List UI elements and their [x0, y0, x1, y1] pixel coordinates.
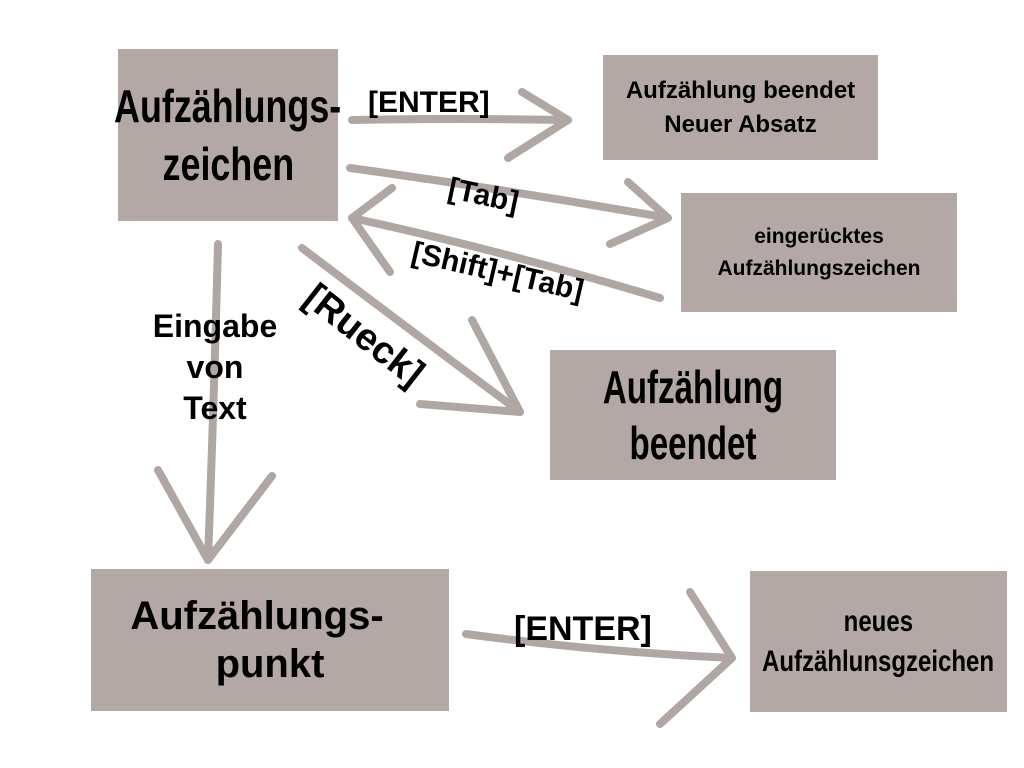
node-end-new-paragraph-line1: Aufzählung beendet [625, 76, 856, 104]
node-new-bullet-line2: Aufzählunsgzeichen [762, 644, 995, 678]
arrow-enter-bottom [462, 630, 736, 662]
arrow-enter-bottom-head [656, 588, 736, 728]
arrow-tab-head [606, 178, 672, 248]
edge-label-enter-bottom: [ENTER] [514, 610, 652, 648]
node-indented-bullet-line2: Aufzählungszeichen [717, 256, 921, 280]
edge-label-eingabe-line1: Eingabe [152, 308, 278, 344]
node-bullet-point-line2: punkt [215, 642, 325, 686]
edge-label-eingabe-line3: Text [183, 390, 247, 426]
edge-label-eingabe: Eingabe von Text [140, 306, 290, 429]
node-indented-bullet: eingerücktes Aufzählungszeichen [681, 193, 957, 312]
node-end-new-paragraph-line2: Neuer Absatz [664, 110, 817, 138]
arrow-shift-tab-head [348, 184, 396, 276]
node-new-bullet: neues Aufzählunsgzeichen [750, 571, 1007, 712]
arrow-rueck [298, 244, 524, 416]
arrow-tab [346, 164, 672, 222]
arrow-eingabe-head [154, 466, 276, 564]
node-end: Aufzählung beendet [550, 350, 836, 480]
arrow-rueck-head [416, 316, 524, 416]
arrow-enter-top-head [504, 88, 572, 162]
node-bullet-top-line1: Aufzählungs- [114, 80, 342, 132]
node-end-new-paragraph: Aufzählung beendet Neuer Absatz [603, 55, 878, 160]
arrow-shift-tab [348, 214, 664, 302]
node-bullet-point: Aufzählungs- punkt [91, 569, 449, 711]
node-bullet-top-line2: zeichen [162, 138, 294, 190]
edge-label-eingabe-line2: von [186, 349, 244, 385]
arrow-eingabe [204, 240, 222, 564]
node-indented-bullet-line1: eingerücktes [754, 224, 884, 248]
edge-label-enter-top: [ENTER] [368, 86, 490, 119]
node-new-bullet-line1: neues [843, 604, 914, 638]
node-end-line1: Aufzählung beendet [602, 361, 784, 469]
node-bullet-top: Aufzählungs- zeichen [114, 49, 342, 221]
node-bullet-point-line1: Aufzählungs- [130, 594, 384, 638]
arrow-enter-top [348, 115, 572, 124]
